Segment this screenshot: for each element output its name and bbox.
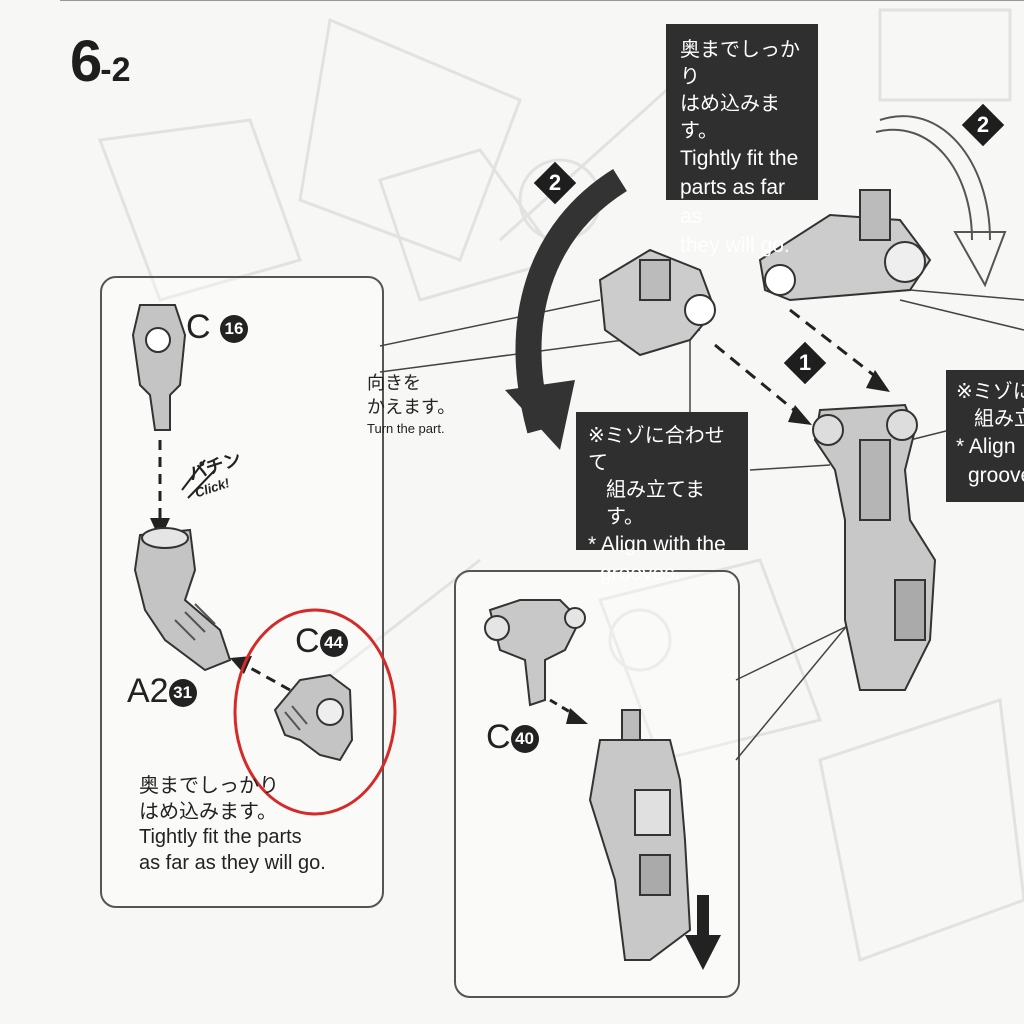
groove-right-en-line2: groove [968, 464, 1024, 487]
turn-jp-line1: 向きを [367, 373, 421, 394]
part-arm-upper-right [758, 189, 932, 302]
groove-right-jp-line1: ※ミゾに [956, 379, 1024, 403]
rotate-arrow-head [505, 380, 575, 450]
turn-en: Turn the part. [367, 421, 445, 436]
callout-line [735, 619, 861, 681]
left-note-jp-line2: はめ込みます。 [139, 799, 277, 823]
turn-jp-line2: かえます。 [367, 397, 456, 418]
step-marker-1: 1 [783, 341, 827, 385]
fit-tightly-note-left: 奥までしっかり はめ込みます。 Tightly fit the parts as… [139, 772, 379, 876]
align-grooves-note: ※ミゾに合わせて 組み立てます。 * Align with the groove… [576, 412, 748, 585]
left-note-jp-line1: 奥までしっかり [139, 773, 279, 797]
step-sub-number: -2 [100, 51, 131, 89]
part-c40-illustration [484, 599, 586, 707]
groove-right-jp-line2: 組み立 [974, 406, 1024, 430]
step-number: 6-2 [70, 28, 131, 95]
callout-line [899, 299, 1024, 331]
down-arrow [685, 895, 721, 970]
note-en-line2: parts as far as [680, 176, 786, 228]
align-grooves-note-right: ※ミゾに 組み立 * Align groove [946, 370, 1024, 502]
part-c44-illustration [273, 673, 354, 762]
note-jp-line1: 奥までしっかり [680, 37, 800, 88]
insert-arrow-dashed [714, 343, 801, 417]
callout-line [749, 464, 831, 471]
callout-line [735, 609, 861, 761]
step-main-number: 6 [70, 29, 102, 94]
note-jp-line2: はめ込みます。 [680, 91, 780, 142]
groove-right-en-line1: * Align [956, 435, 1016, 458]
insert-arrow-dashed [244, 663, 291, 692]
part-number-16: 16 [220, 315, 249, 344]
left-note-en-line2: as far as they will go. [139, 852, 326, 874]
groove-jp-line1: ※ミゾに合わせて [588, 423, 725, 474]
groove-en-line1: * Align with the [588, 533, 726, 556]
part-label-c16: C 16 [186, 308, 249, 347]
part-number-31: 31 [168, 679, 197, 708]
rotate-arrow-outline [879, 115, 991, 241]
callout-line [379, 299, 601, 347]
highlight-circle [233, 608, 397, 816]
part-a2-31-illustration [133, 527, 232, 672]
groove-en-line2: grooves. [600, 562, 681, 585]
part-c16-illustration [131, 304, 187, 431]
note-en-line1: Tightly fit the [680, 147, 799, 170]
groove-jp-line2: 組み立てます。 [606, 477, 705, 528]
fit-tightly-note-top: 奥までしっかり はめ込みます。 Tightly fit the parts as… [666, 24, 818, 257]
part-lower-body-illustration [588, 709, 692, 961]
note-en-line3: they will go. [680, 234, 790, 257]
part-main-body [812, 403, 937, 691]
callout-line [909, 429, 951, 441]
callout-line [909, 289, 1024, 301]
turn-part-note: 向きを かえます。 Turn the part. [367, 372, 487, 438]
step-marker-2-left: 2 [533, 161, 577, 205]
part-number-40: 40 [510, 725, 539, 754]
step-marker-2-right: 2 [961, 103, 1005, 147]
part-arm-upper-left [598, 248, 717, 357]
part-number-44: 44 [319, 629, 348, 658]
left-note-en-line1: Tightly fit the parts [139, 826, 302, 848]
